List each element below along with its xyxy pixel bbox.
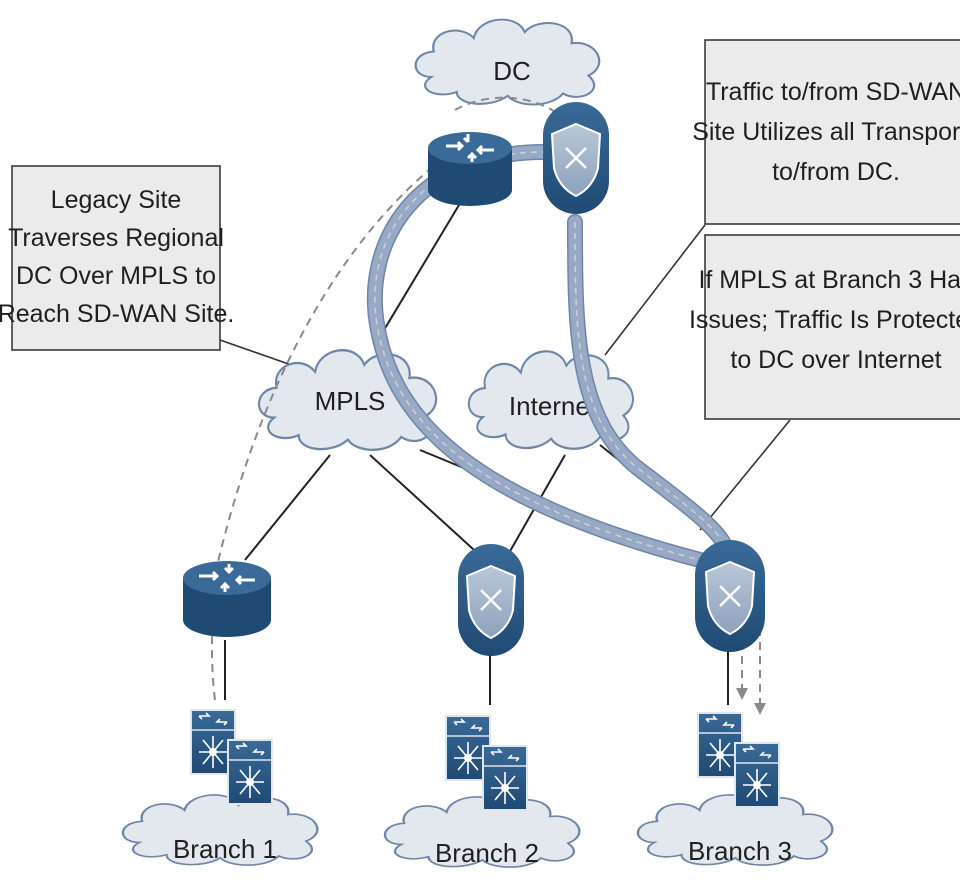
arrowhead-branch3-a	[736, 688, 748, 700]
callout-legacy-line2: Traverses Regional	[8, 224, 224, 252]
callout-mpls-line2: Issues; Traffic Is Protected	[689, 306, 960, 334]
callout-leaders	[219, 224, 791, 531]
branch1-router-icon	[183, 561, 271, 637]
branch2-sdwan-edge-icon	[458, 544, 524, 656]
callout-legacy-line3: DC Over MPLS to	[16, 262, 216, 290]
branch3-switch-stack-icon	[697, 712, 780, 808]
branch3-sdwan-edge-icon	[695, 540, 765, 652]
cloud-branch3-label: Branch 3	[688, 836, 792, 866]
cloud-branch2-label: Branch 2	[435, 838, 539, 868]
cloud-mpls-label: MPLS	[315, 386, 386, 416]
callout-mpls-line3: to DC over Internet	[730, 346, 941, 374]
callout-legacy-site: Legacy Site Traverses Regional DC Over M…	[0, 165, 234, 351]
link-mpls-branch2-edge	[369, 454, 486, 561]
callout-traffic-line1: Traffic to/from SD-WAN	[706, 78, 960, 106]
leader-mpls-issue	[699, 419, 791, 531]
flow-inner-dash-mpls	[374, 151, 701, 561]
branch2-switch-stack-icon	[445, 715, 528, 811]
callout-mpls-issue: If MPLS at Branch 3 Has Issues; Traffic …	[689, 234, 960, 420]
callout-legacy-line1: Legacy Site	[51, 186, 182, 214]
callout-traffic-transports: Traffic to/from SD-WAN Site Utilizes all…	[692, 39, 960, 225]
link-dc-router-mpls	[374, 194, 466, 346]
dc-router-icon	[428, 132, 512, 206]
leader-traffic	[604, 224, 706, 356]
dc-sdwan-edge-icon	[543, 102, 609, 214]
callout-mpls-line1: If MPLS at Branch 3 Has	[698, 266, 960, 294]
arrowhead-branch3-b	[754, 703, 766, 715]
leader-legacy	[219, 339, 301, 369]
callout-traffic-line3: to/from DC.	[772, 158, 900, 186]
branch1-switch-stack-icon	[190, 709, 273, 805]
cloud-dc-label: DC	[493, 56, 531, 86]
callout-legacy-line4: Reach SD-WAN Site.	[0, 300, 234, 328]
cloud-branch1-label: Branch 1	[173, 834, 277, 864]
callout-traffic-line2: Site Utilizes all Transports	[692, 118, 960, 146]
link-mpls-branch1-router	[244, 454, 331, 561]
flow-inner-dash-internet	[574, 221, 729, 556]
